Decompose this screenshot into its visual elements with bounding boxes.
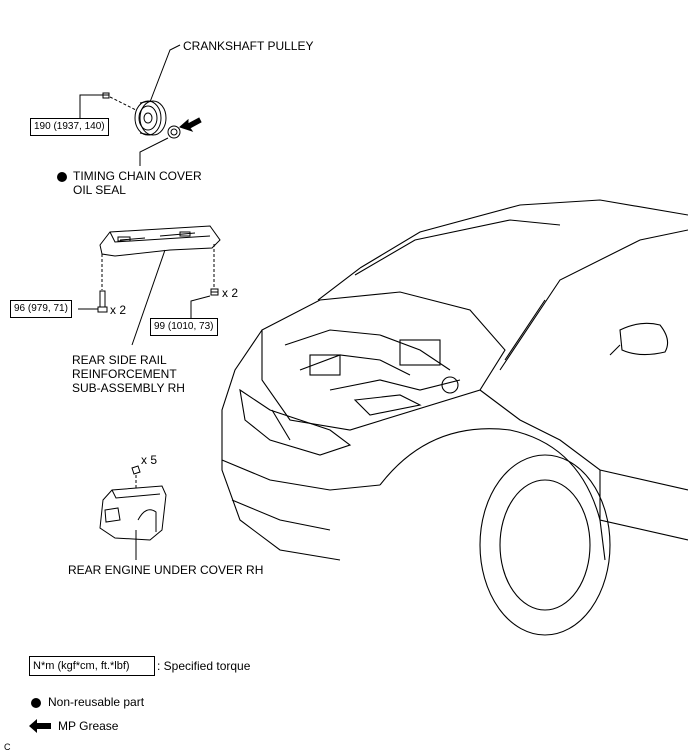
oil-seal-label-line2: OIL SEAL xyxy=(73,183,126,197)
right-bolt-quantity: x 2 xyxy=(222,286,239,300)
oil-seal-leader-line xyxy=(139,137,169,166)
reinforcement-bracket-icon xyxy=(99,225,221,257)
clip-quantity: x 5 xyxy=(141,453,158,467)
vehicle-front-icon xyxy=(221,199,688,636)
pulley-bolt-guide-line xyxy=(109,96,137,111)
legend-mp-grease-label: MP Grease xyxy=(58,719,119,733)
legend-non-reusable-label: Non-reusable part xyxy=(48,695,145,709)
reinforcement-label-line3: SUB-ASSEMBLY RH xyxy=(72,381,185,395)
reinforcement-right-torque-box: 99 (1010, 73) xyxy=(150,318,218,336)
right-torque-leader-line xyxy=(190,295,211,318)
mp-grease-arrow-icon xyxy=(179,117,202,132)
oil-seal-label-line1: TIMING CHAIN COVER xyxy=(73,169,202,183)
legend-mp-grease-arrow-icon xyxy=(29,719,51,733)
reinforcement-label-line2: REINFORCEMENT xyxy=(72,367,177,381)
under-cover-clip-icon xyxy=(131,465,141,475)
crankshaft-pulley-label: CRANKSHAFT PULLEY xyxy=(183,39,314,53)
crankshaft-pulley-icon xyxy=(134,100,167,136)
reinforcement-left-torque-box: 96 (979, 71) xyxy=(10,300,72,318)
left-bolt-quantity: x 2 xyxy=(110,303,127,317)
legend-torque-description: : Specified torque xyxy=(157,659,251,673)
under-cover-icon xyxy=(99,485,167,541)
oil-seal-icon xyxy=(167,125,181,139)
reinforcement-right-bolt-icon xyxy=(210,288,219,296)
pulley-leader-line xyxy=(149,44,181,103)
reinforcement-leader-line xyxy=(131,249,166,346)
pulley-bolt-torque-box: 190 (1937, 140) xyxy=(30,118,109,136)
corner-code: C xyxy=(4,742,11,752)
non-reusable-bullet-icon xyxy=(57,172,67,182)
reinforcement-label-line1: REAR SIDE RAIL xyxy=(72,353,167,367)
under-cover-label: REAR ENGINE UNDER COVER RH xyxy=(68,563,264,577)
legend-non-reusable-icon xyxy=(31,698,41,708)
pulley-torque-leader-line xyxy=(79,94,103,121)
reinforcement-left-bolt-icon xyxy=(97,290,108,313)
legend-torque-units-box: N*m (kgf*cm, ft.*lbf) xyxy=(29,656,155,676)
pulley-bolt-icon xyxy=(102,92,110,99)
